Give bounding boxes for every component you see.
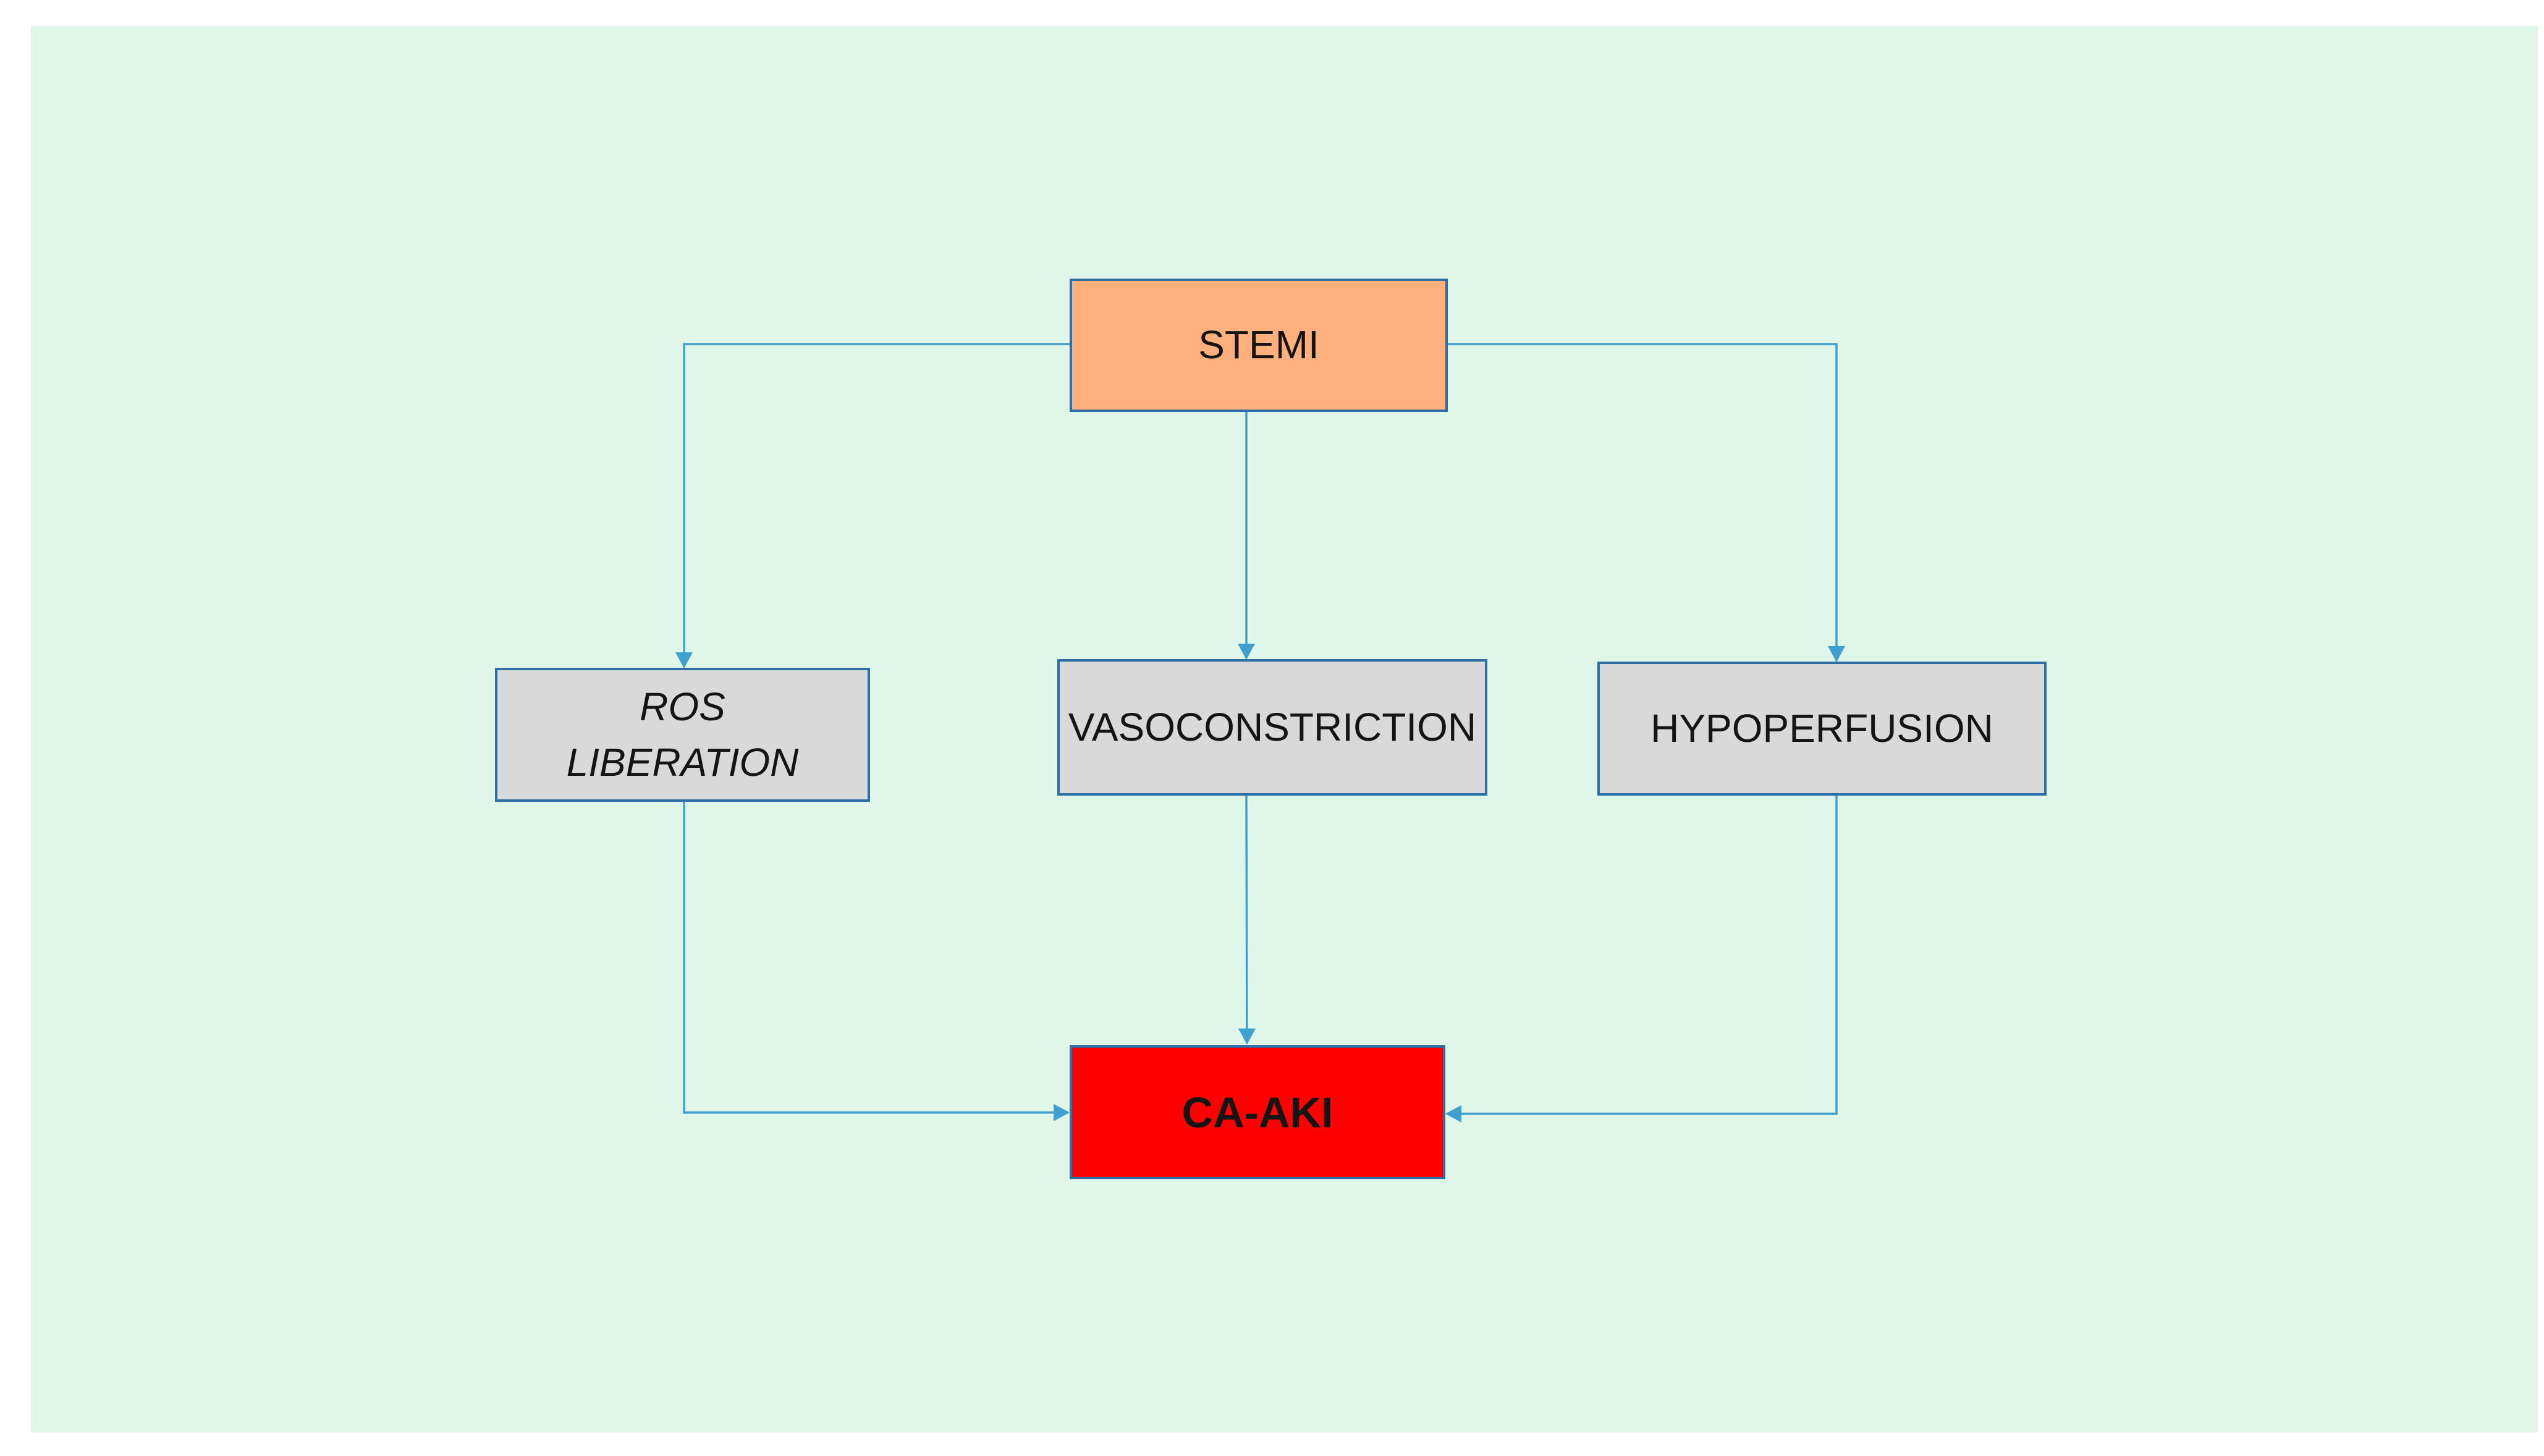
node-vasoconstriction: VASOCONSTRICTION (1057, 659, 1487, 796)
edge-stemi-to-vasoconstriction-arrowhead (1238, 644, 1255, 660)
edge-stemi-to-ros (683, 343, 1071, 667)
node-ca-aki: CA-AKI (1070, 1045, 1445, 1179)
node-ca-aki-label: CA-AKI (1181, 1088, 1333, 1137)
edge-hypoperfusion-to-ca-aki-arrowhead (1445, 1105, 1461, 1122)
node-hypoperfusion-label: HYPOPERFUSION (1650, 705, 1993, 751)
edge-vasoconstriction-to-ca-aki (1245, 794, 1248, 1044)
edge-stemi-to-hypoperfusion-arrowhead (1828, 646, 1845, 662)
node-vasoconstriction-label: VASOCONSTRICTION (1068, 704, 1477, 749)
edge-ros-to-ca-aki (683, 801, 1068, 1114)
node-ros-liberation-line1: ROS (640, 684, 725, 729)
node-stemi-label: STEMI (1198, 322, 1319, 368)
node-ros-liberation: ROS LIBERATION (495, 668, 870, 802)
edge-stemi-to-ros-arrowhead (675, 652, 693, 668)
edge-ros-to-ca-aki-arrowhead (1054, 1104, 1070, 1121)
edge-stemi-to-hypoperfusion (1447, 343, 1838, 661)
edge-hypoperfusion-to-ca-aki (1447, 794, 1838, 1115)
node-hypoperfusion: HYPOPERFUSION (1597, 662, 2047, 796)
node-stemi: STEMI (1070, 279, 1448, 412)
edge-vasoconstriction-to-ca-aki-arrowhead (1238, 1029, 1256, 1045)
node-ros-liberation-text: ROS LIBERATION (567, 680, 799, 790)
node-ros-liberation-line2: LIBERATION (566, 739, 799, 785)
